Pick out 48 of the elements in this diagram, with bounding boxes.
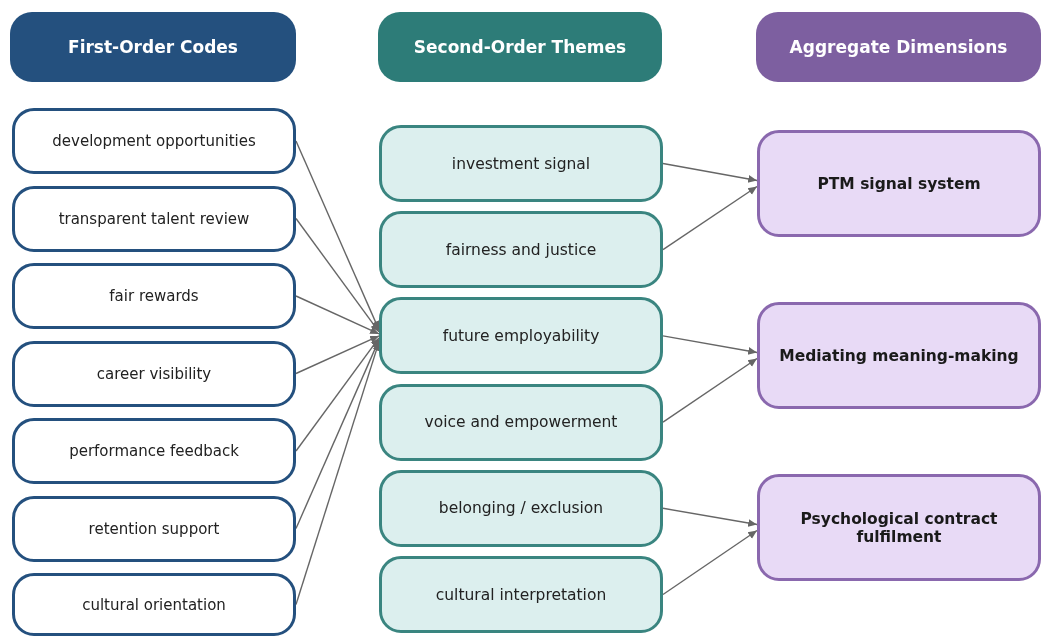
code-box bbox=[12, 573, 296, 636]
node-label: performance feedback bbox=[68, 442, 240, 460]
node-label: fairness and justice bbox=[444, 240, 598, 259]
column-header bbox=[378, 12, 662, 82]
code-box bbox=[12, 185, 296, 252]
code-box bbox=[12, 340, 296, 407]
node-label: development opportunities bbox=[51, 132, 257, 150]
code-box bbox=[12, 495, 296, 562]
node-label: Mediating meaning-making bbox=[778, 346, 1020, 365]
dimension-box bbox=[757, 474, 1041, 581]
arrow bbox=[662, 529, 758, 596]
node-label: retention support bbox=[87, 519, 221, 538]
node-label: investment signal bbox=[450, 154, 592, 173]
theme-box bbox=[379, 469, 663, 547]
arrow bbox=[662, 507, 758, 527]
node-label: cultural orientation bbox=[81, 595, 227, 614]
code-box bbox=[12, 108, 296, 174]
node-label: cultural interpretation bbox=[434, 585, 608, 604]
node-label: transparent talent review bbox=[57, 209, 251, 228]
theme-box bbox=[379, 556, 663, 633]
code-box bbox=[12, 263, 296, 329]
arrow bbox=[662, 185, 758, 251]
theme-box bbox=[379, 211, 663, 289]
theme-box bbox=[379, 297, 663, 375]
arrow bbox=[662, 357, 758, 423]
arrow bbox=[662, 335, 758, 355]
dimension-box bbox=[757, 302, 1041, 409]
node-label: fair rewards bbox=[108, 287, 200, 305]
node-label: belonging / exclusion bbox=[437, 499, 605, 518]
node-label: Second-Order Themes bbox=[412, 37, 628, 57]
node-label: career visibility bbox=[95, 364, 213, 383]
column-header bbox=[756, 12, 1041, 82]
arrow bbox=[295, 337, 380, 452]
node-label: future employability bbox=[441, 326, 601, 345]
code-box bbox=[12, 418, 296, 484]
arrow bbox=[295, 335, 380, 375]
node-label: Aggregate Dimensions bbox=[788, 37, 1009, 57]
column-header bbox=[10, 12, 296, 82]
arrow bbox=[662, 162, 758, 183]
dimension-box bbox=[757, 130, 1041, 237]
arrow bbox=[295, 295, 380, 335]
node-label: First-Order Codes bbox=[67, 37, 239, 57]
arrow bbox=[295, 217, 380, 333]
node-label: PTM signal system bbox=[816, 174, 982, 193]
theme-box bbox=[379, 125, 663, 202]
theme-box bbox=[379, 383, 663, 461]
node-label: voice and empowerment bbox=[423, 413, 619, 432]
node-label: Psychological contract fulfilment bbox=[799, 509, 999, 546]
